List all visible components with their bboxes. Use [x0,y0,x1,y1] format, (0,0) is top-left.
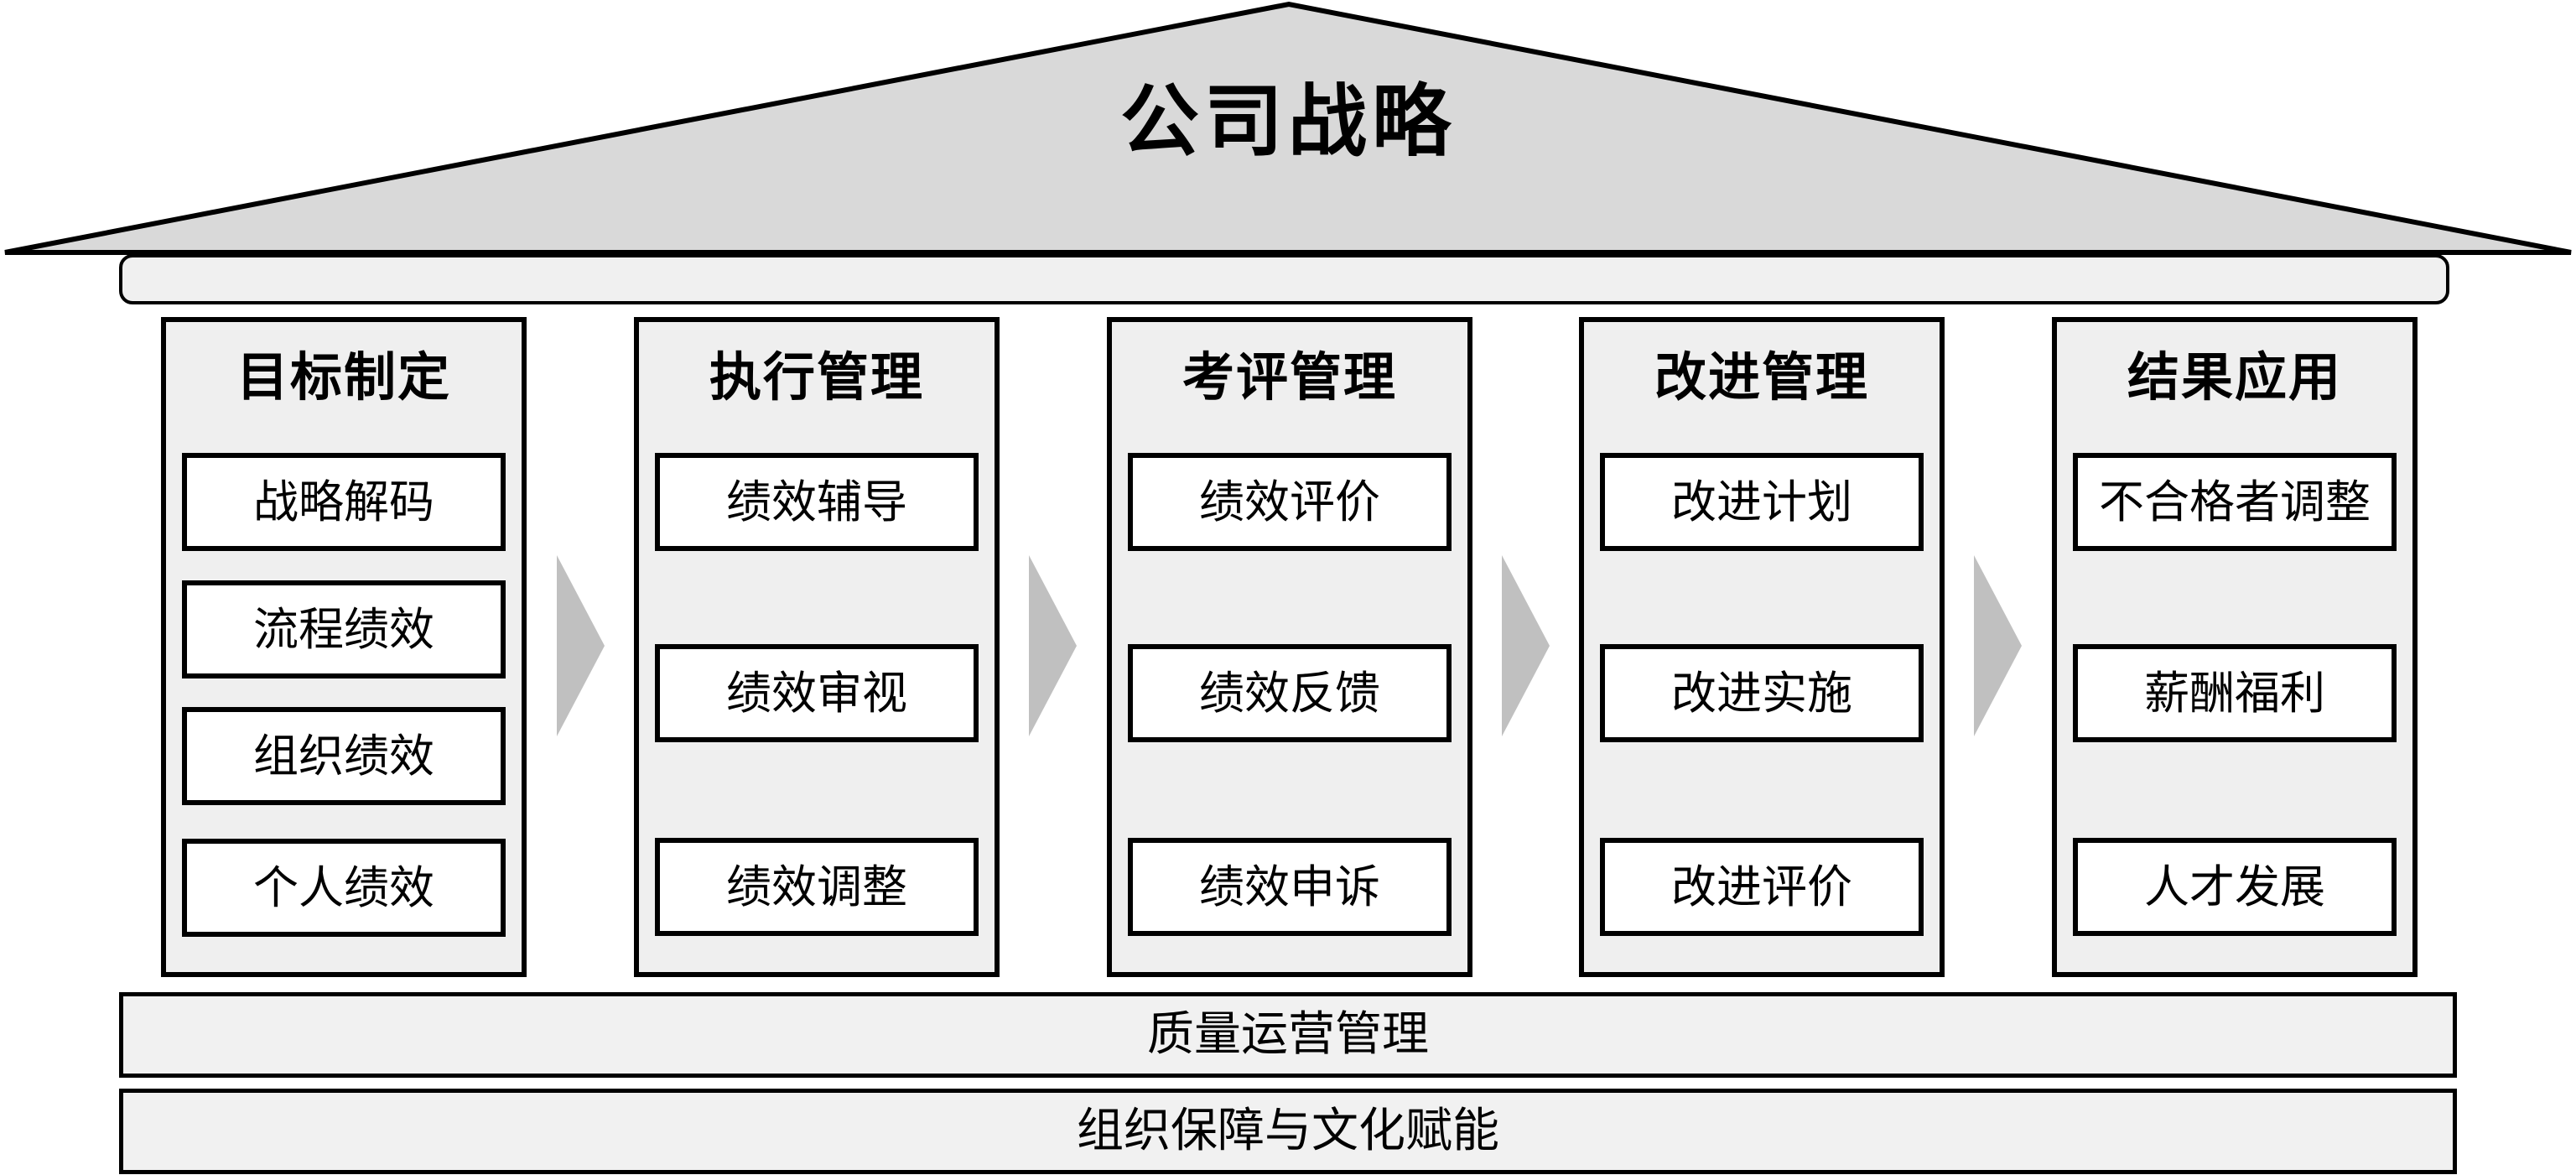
arrow-right-icon [557,555,605,736]
pillar-appraisal-management: 考评管理 绩效评价 绩效反馈 绩效申诉 [1107,317,1472,977]
pillar-item-box: 薪酬福利 [2073,644,2397,742]
pillar-item-box: 改进计划 [1600,453,1924,551]
pillar-item-box: 绩效反馈 [1128,644,1452,742]
pillar-title: 改进管理 [1654,350,1869,407]
pillar-item-box: 绩效审视 [655,644,979,742]
pillar-title: 结果应用 [2127,350,2342,407]
pillar-goal-setting: 目标制定 战略解码 流程绩效 组织绩效 个人绩效 [161,317,527,977]
pillar-item-box: 改进评价 [1600,838,1924,936]
pillar-item-box: 流程绩效 [182,580,506,678]
pillar-item-box: 组织绩效 [182,707,506,805]
pillar-item-box: 绩效评价 [1128,453,1452,551]
pillar-improvement-management: 改进管理 改进计划 改进实施 改进评价 [1579,317,1945,977]
pillar-item-box: 战略解码 [182,453,506,551]
roof-title: 公司战略 [1119,79,1456,166]
pillar-title: 考评管理 [1182,350,1397,407]
pillar-title: 执行管理 [709,350,924,407]
pillar-result-application: 结果应用 不合格者调整 薪酬福利 人才发展 [2052,317,2418,977]
foundation-bar-quality-operation: 质量运营管理 [119,992,2457,1078]
pillar-item-box: 绩效调整 [655,838,979,936]
roof-triangle [4,1,2572,255]
pillar-item-box: 个人绩效 [182,839,506,937]
pillar-execution-management: 执行管理 绩效辅导 绩效审视 绩效调整 [634,317,1000,977]
pillar-item-box: 绩效辅导 [655,453,979,551]
arrow-right-icon [1029,555,1077,736]
foundation-bar-org-culture: 组织保障与文化赋能 [119,1089,2457,1174]
pillar-item-box: 人才发展 [2073,838,2397,936]
arrow-right-icon [1974,555,2022,736]
roof-shape [4,1,2572,255]
pillar-title: 目标制定 [236,350,451,407]
pillar-item-box: 改进实施 [1600,644,1924,742]
pillar-item-box: 绩效申诉 [1128,838,1452,936]
arrow-right-icon [1502,555,1550,736]
roof-beam [119,254,2449,304]
pillar-item-box: 不合格者调整 [2073,453,2397,551]
